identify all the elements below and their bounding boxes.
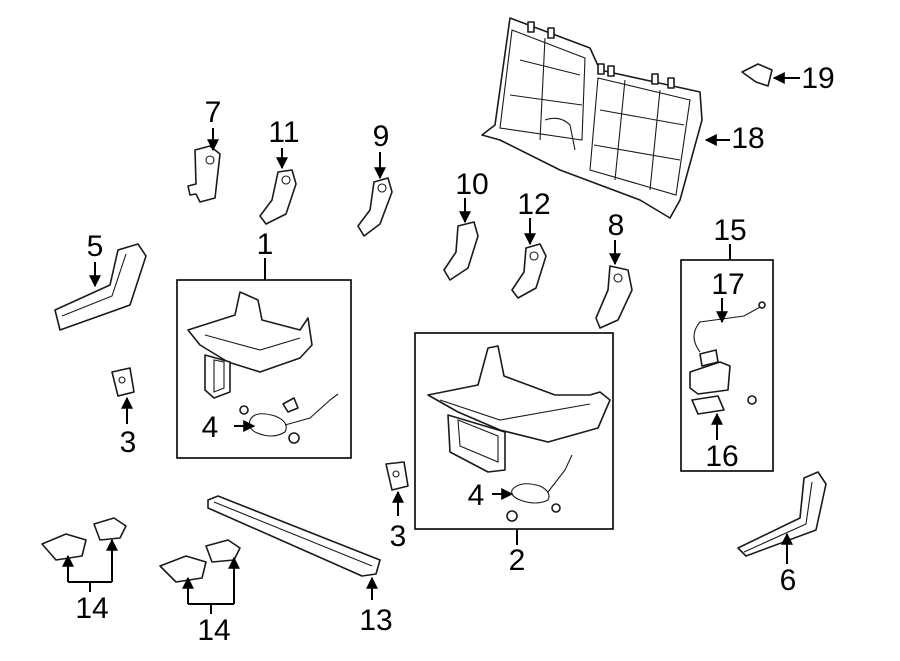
- callout-labels: 7 11 9 10 12 8 5 1 3 4 3 4 2 18 19 15 17…: [75, 62, 834, 647]
- hinge-cover-part-8: [595, 265, 633, 329]
- cover-part-16: [691, 395, 725, 415]
- callout-7: 7: [205, 96, 222, 129]
- leader-lines: [62, 72, 800, 614]
- kit-box-15: [680, 259, 774, 472]
- callout-4-left: 4: [202, 411, 219, 444]
- callout-19: 19: [801, 62, 834, 95]
- hinge-cover-part-10: [443, 221, 479, 281]
- callout-10: 10: [455, 168, 488, 201]
- callout-3-left: 3: [120, 426, 137, 459]
- callout-5: 5: [87, 230, 104, 263]
- cushion-frame-part-1: [187, 291, 313, 399]
- callout-6: 6: [780, 564, 797, 597]
- latch-assembly: [689, 349, 757, 405]
- callout-2: 2: [509, 544, 526, 577]
- wire-harness-part-4-right: [506, 454, 573, 522]
- hinge-cover-part-9: [357, 177, 393, 237]
- callout-12: 12: [517, 188, 550, 221]
- callout-14-right: 14: [197, 614, 230, 647]
- callout-4-right: 4: [468, 479, 485, 512]
- callout-17: 17: [711, 268, 744, 301]
- cushion-frame-part-2: [427, 345, 611, 473]
- hinge-cover-part-7: [187, 145, 221, 203]
- seat-back-frame-part-18: [481, 17, 703, 219]
- callout-15: 15: [713, 214, 746, 247]
- callout-16: 16: [705, 440, 738, 473]
- brackets-part-14-b: [159, 539, 241, 583]
- callout-3-center: 3: [390, 520, 407, 553]
- callout-18: 18: [731, 122, 764, 155]
- side-trim-part-5: [54, 243, 147, 331]
- callout-1: 1: [257, 228, 274, 261]
- bracket-part-3-left: [111, 367, 135, 397]
- wire-harness-part-4-left: [239, 393, 339, 444]
- callout-11: 11: [268, 116, 299, 149]
- callout-13: 13: [359, 604, 392, 637]
- clip-part-19: [741, 63, 773, 87]
- cable-part-17: [693, 301, 766, 353]
- brackets-part-14-a: [41, 517, 127, 561]
- hinge-cover-part-11: [259, 169, 297, 225]
- side-trim-part-6: [737, 471, 827, 557]
- kit-box-2: [414, 332, 614, 530]
- callout-14-left: 14: [75, 592, 108, 625]
- callout-8: 8: [608, 209, 625, 242]
- callout-9: 9: [373, 120, 390, 153]
- bracket-part-3-center: [385, 461, 409, 491]
- rail-part-13: [207, 495, 381, 577]
- hinge-cover-part-12: [511, 243, 547, 299]
